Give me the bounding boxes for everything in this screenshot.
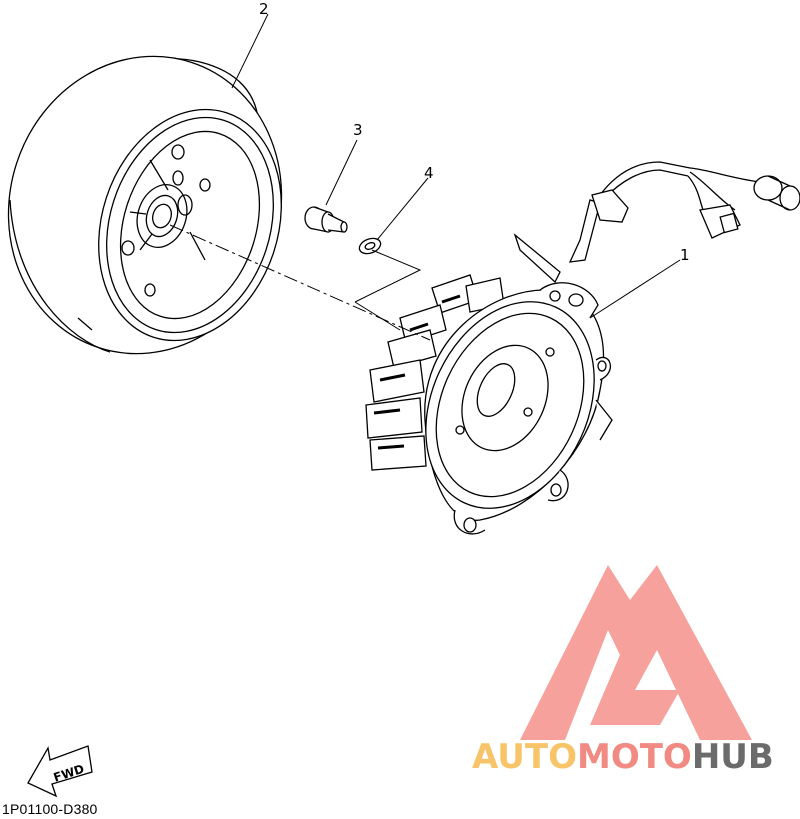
watermark-hub: HUB xyxy=(692,737,774,777)
washer xyxy=(358,237,382,255)
diagram-code: 1P01100-D380 xyxy=(2,801,98,817)
callout-1: 1 xyxy=(680,246,690,264)
watermark-logo xyxy=(520,565,752,740)
watermark-auto: AUTO xyxy=(472,737,577,777)
rotor-flywheel xyxy=(7,55,283,355)
callout-3: 3 xyxy=(353,121,363,139)
callout-2: 2 xyxy=(259,0,269,18)
stator-assembly xyxy=(365,199,613,535)
callout-4: 4 xyxy=(424,164,434,182)
stator-poles xyxy=(365,274,505,471)
leader-lines xyxy=(231,13,681,319)
watermark-moto: MOTO xyxy=(577,737,692,777)
assembly-lines xyxy=(169,224,431,341)
fwd-arrow-icon: FWD xyxy=(27,745,93,798)
wire-harness xyxy=(591,161,800,239)
watermark-text: AUTOMOTOHUB xyxy=(472,737,774,777)
bolt xyxy=(304,206,348,233)
